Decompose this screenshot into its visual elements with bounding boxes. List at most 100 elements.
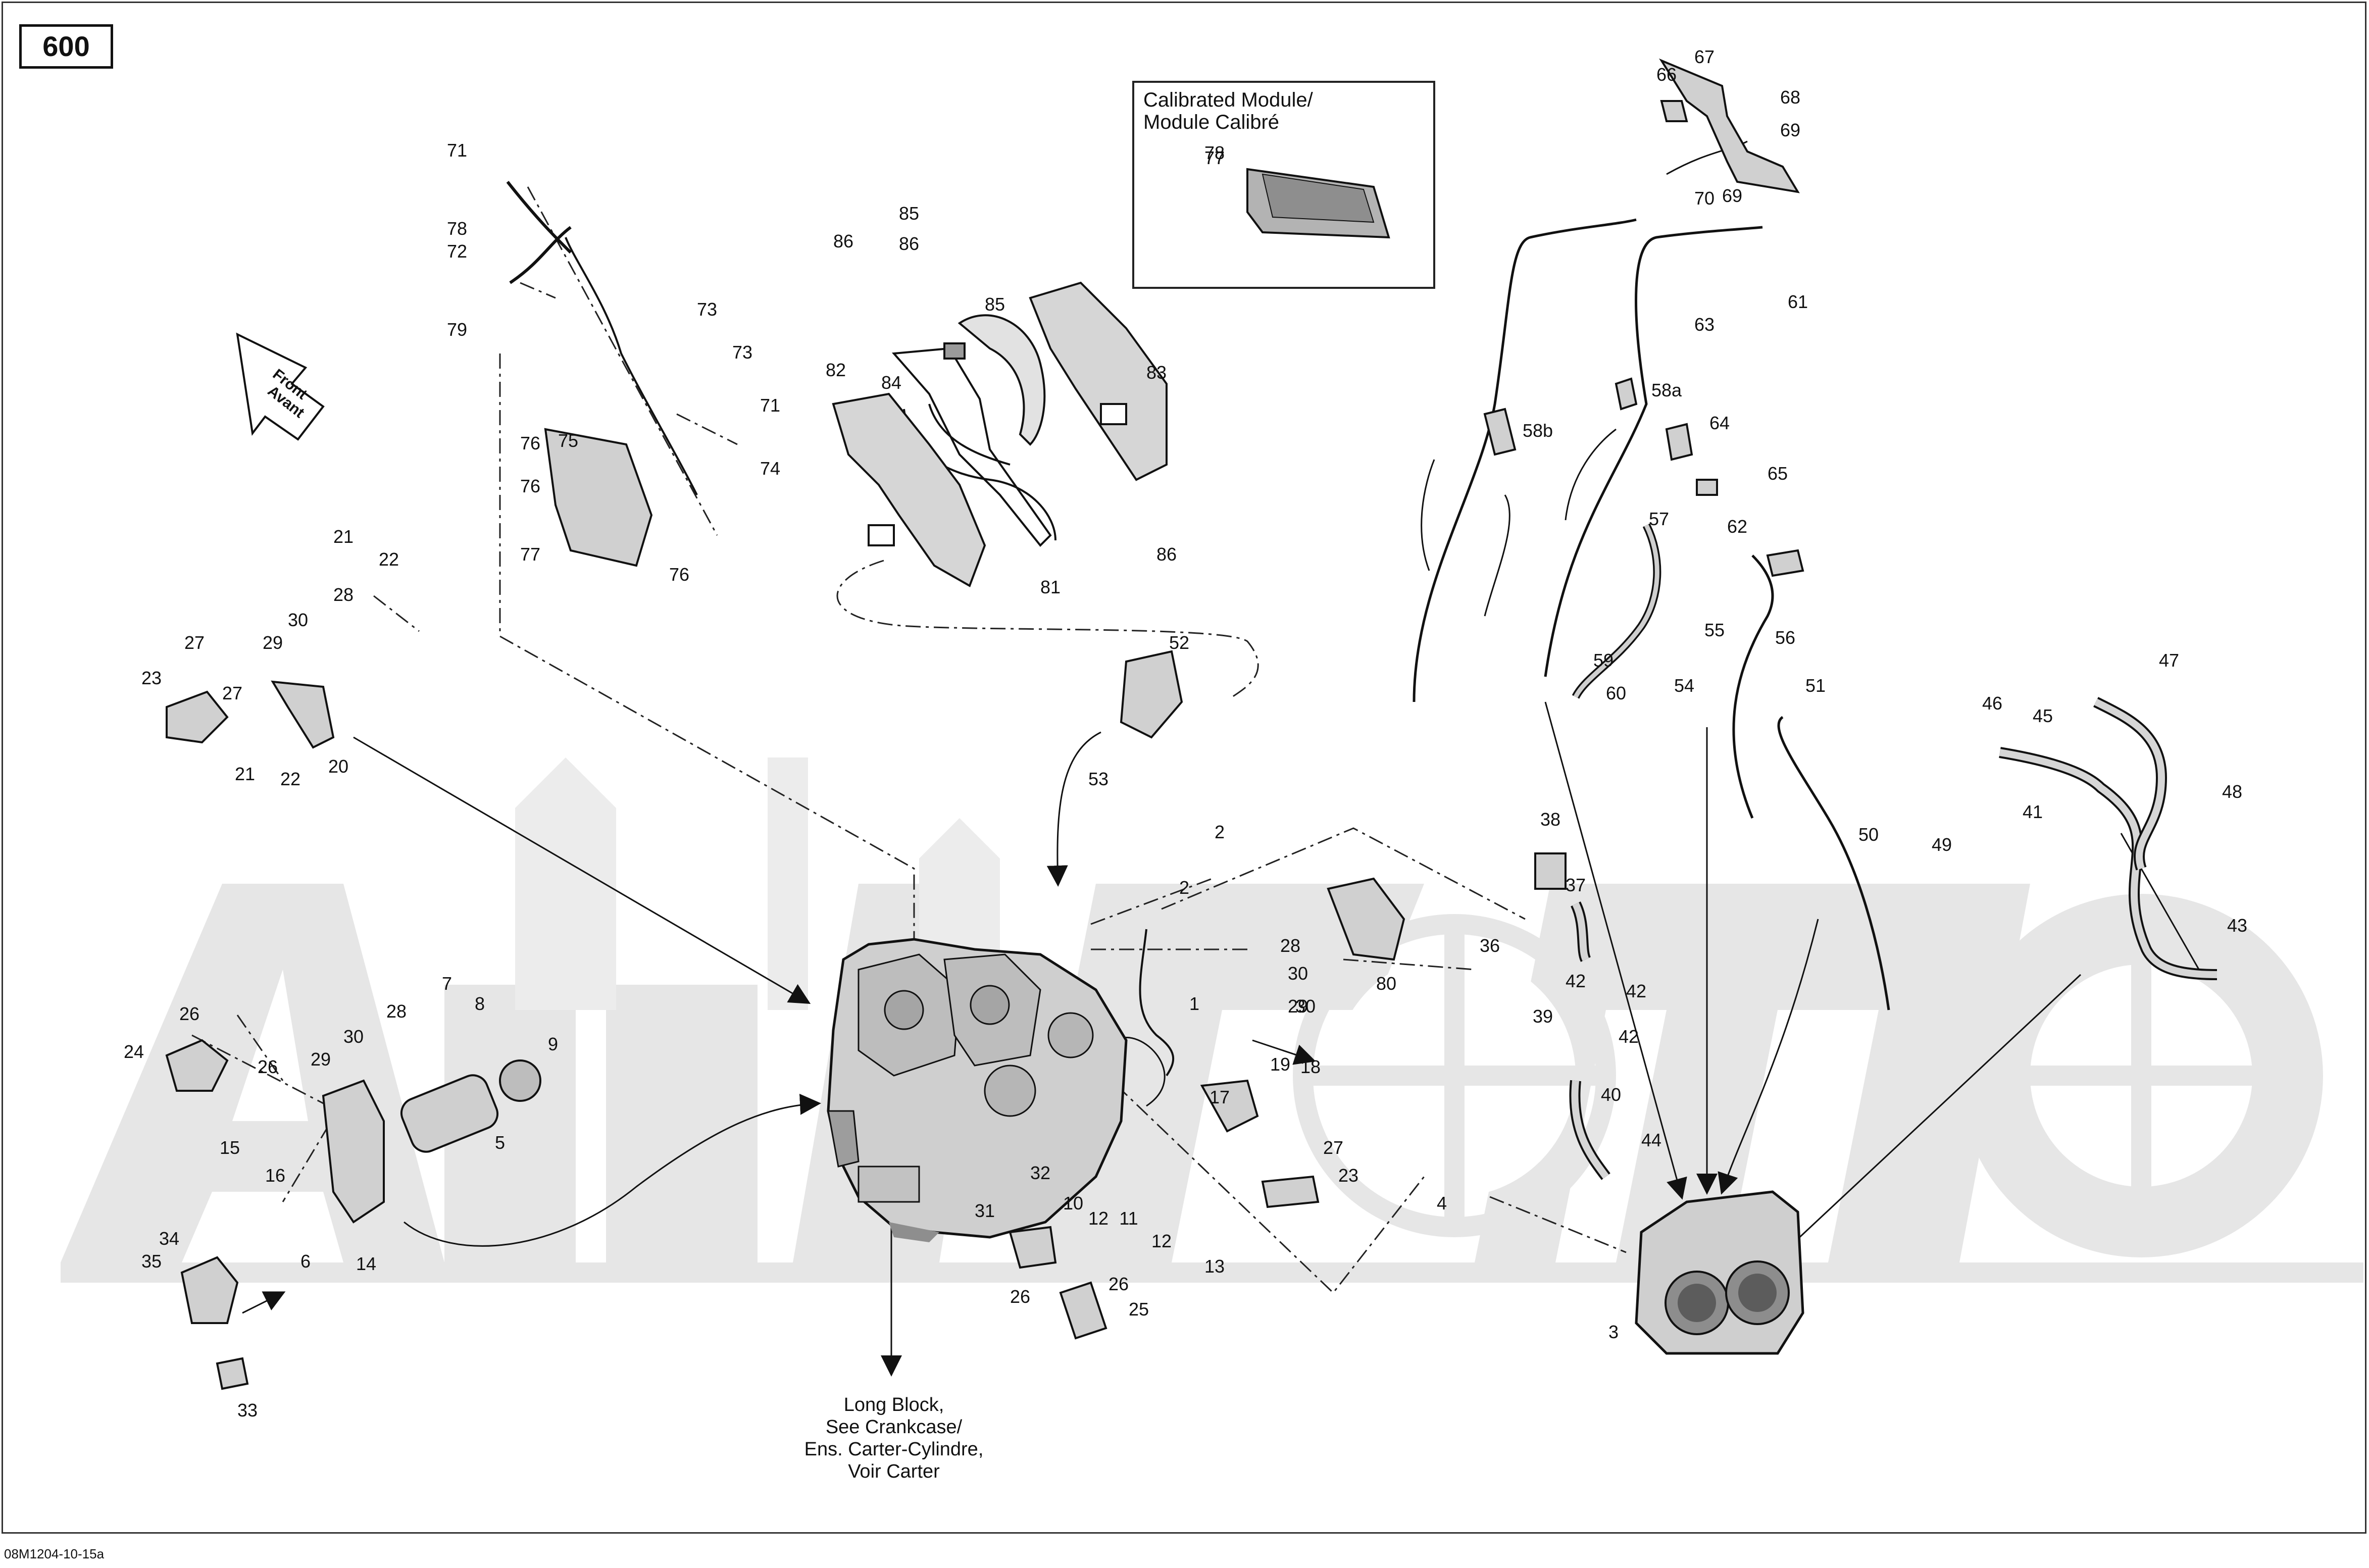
callout-label: 69 (1780, 120, 1800, 140)
callout-label: 41 (2023, 801, 2043, 822)
calibrated-module-box: Calibrated Module/ Module Calibré (1132, 81, 1435, 289)
callout-label: 26 (179, 1003, 199, 1024)
callout-label: 29 (311, 1049, 331, 1070)
callout-label: 72 (447, 241, 467, 262)
callout-label: 69 (1722, 185, 1742, 206)
callout-label: 58b (1523, 420, 1553, 441)
callout-label: 11 (1119, 1208, 1138, 1229)
callout-label: 2 (1215, 822, 1225, 842)
callout-label: 52 (1169, 632, 1189, 653)
callout-label: 71 (447, 140, 467, 161)
callout-label: 26 (1010, 1286, 1030, 1307)
document-id: 08M1204-10-15a (4, 1546, 105, 1561)
callout-label: 83 (1146, 362, 1167, 383)
callout-label: 28 (333, 584, 354, 605)
callout-label: 12 (1088, 1208, 1108, 1229)
callout-label: 27 (222, 683, 242, 703)
callout-label: 68 (1780, 87, 1800, 108)
callout-label: 16 (265, 1165, 285, 1186)
callout-label: 63 (1694, 314, 1715, 335)
callout-label: 28 (1280, 935, 1300, 956)
callout-label: 36 (1480, 935, 1500, 956)
callout-label: 45 (2033, 705, 2053, 726)
callout-label: 30 (288, 610, 308, 630)
callout-label: 26 (258, 1056, 278, 1077)
callout-label: 5 (495, 1132, 505, 1153)
callout-label: 22 (280, 769, 300, 789)
callout-label: 27 (1323, 1137, 1343, 1158)
callout-label: 14 (356, 1253, 376, 1274)
callout-label: 85 (985, 294, 1005, 315)
watermark-logo (61, 757, 2363, 1283)
callout-label: 38 (1540, 809, 1560, 830)
engine-assembly (827, 938, 1128, 1242)
callout-label: 8 (475, 993, 485, 1014)
long-block-note-line4: Voir Carter (848, 1461, 940, 1482)
callout-label: 25 (1129, 1299, 1149, 1320)
callout-label: 32 (1030, 1162, 1050, 1183)
callout-label: 86 (899, 233, 919, 254)
callout-label: 22 (379, 549, 399, 570)
callout-label: 48 (2222, 781, 2242, 802)
callout-label: 26 (1108, 1274, 1129, 1294)
brackets-and-mounts (165, 58, 1804, 1390)
callout-label: 20 (328, 756, 348, 777)
callout-label: 23 (141, 668, 162, 688)
callout-label: 27 (184, 632, 205, 653)
callout-label: 86 (833, 231, 853, 251)
callout-label: 29 (1288, 996, 1308, 1017)
callout-label: 30 (1295, 996, 1316, 1017)
callout-label: 51 (1805, 675, 1826, 696)
callout-label: 44 (1641, 1130, 1661, 1150)
callout-label: 24 (124, 1041, 144, 1062)
callout-label: 81 (1040, 577, 1061, 597)
calibrated-module-title-line2: Module Calibré (1143, 111, 1280, 133)
callout-label: 71 (760, 395, 780, 416)
callout-label: 4 (1437, 1193, 1447, 1213)
callout-label: 75 (558, 430, 578, 451)
page-number-badge: 600 (19, 24, 113, 69)
callout-label: 37 (1566, 875, 1586, 895)
callout-label: 82 (826, 360, 846, 380)
callout-label: 35 (141, 1251, 162, 1272)
callout-label: 80 (1376, 973, 1396, 994)
module-part-number: 77 (1204, 147, 1225, 168)
callout-label: 46 (1982, 693, 2002, 714)
callout-label: 56 (1775, 627, 1795, 648)
callout-label: 67 (1694, 46, 1715, 67)
callout-label: 70 (1694, 188, 1715, 209)
long-block-note: Long Block, See Crankcase/ Ens. Carter-C… (788, 1394, 1000, 1483)
long-block-note-line1: Long Block, (843, 1394, 944, 1415)
callout-label: 19 (1270, 1054, 1290, 1075)
callout-label: 47 (2159, 650, 2179, 671)
callout-label: 9 (548, 1034, 558, 1054)
callout-label: 23 (1338, 1165, 1358, 1186)
callout-label: 85 (899, 203, 919, 224)
callout-label: 3 (1608, 1322, 1619, 1342)
callout-label: 21 (235, 764, 255, 784)
callout-label: 64 (1709, 413, 1730, 433)
callout-label: 73 (732, 342, 752, 363)
callout-label: 79 (447, 319, 467, 340)
callout-label: 2 (1179, 877, 1189, 898)
callout-label: 78 (447, 218, 467, 239)
callout-label: 30 (1288, 963, 1308, 984)
ecm-module-icon (1246, 168, 1390, 239)
callout-label: 33 (237, 1400, 258, 1421)
callout-label: 13 (1204, 1256, 1225, 1277)
starter-motor (400, 1059, 541, 1153)
callout-label: 50 (1858, 824, 1879, 845)
callout-label: 39 (1533, 1006, 1553, 1027)
callout-label: 59 (1593, 650, 1614, 671)
callout-labels: 1223456789101112121314151617181920212122… (124, 46, 2247, 1421)
long-block-note-line3: Ens. Carter-Cylindre, (804, 1439, 984, 1460)
callout-label: 12 (1151, 1231, 1172, 1251)
callout-label: 15 (220, 1137, 240, 1158)
callout-label: 29 (263, 632, 283, 653)
callout-label: 62 (1727, 516, 1747, 537)
callout-label: 76 (520, 433, 540, 453)
calibrated-module-title-line1: Calibrated Module/ (1143, 89, 1313, 111)
callout-label: 76 (669, 564, 689, 585)
callout-label: 86 (1156, 544, 1177, 565)
